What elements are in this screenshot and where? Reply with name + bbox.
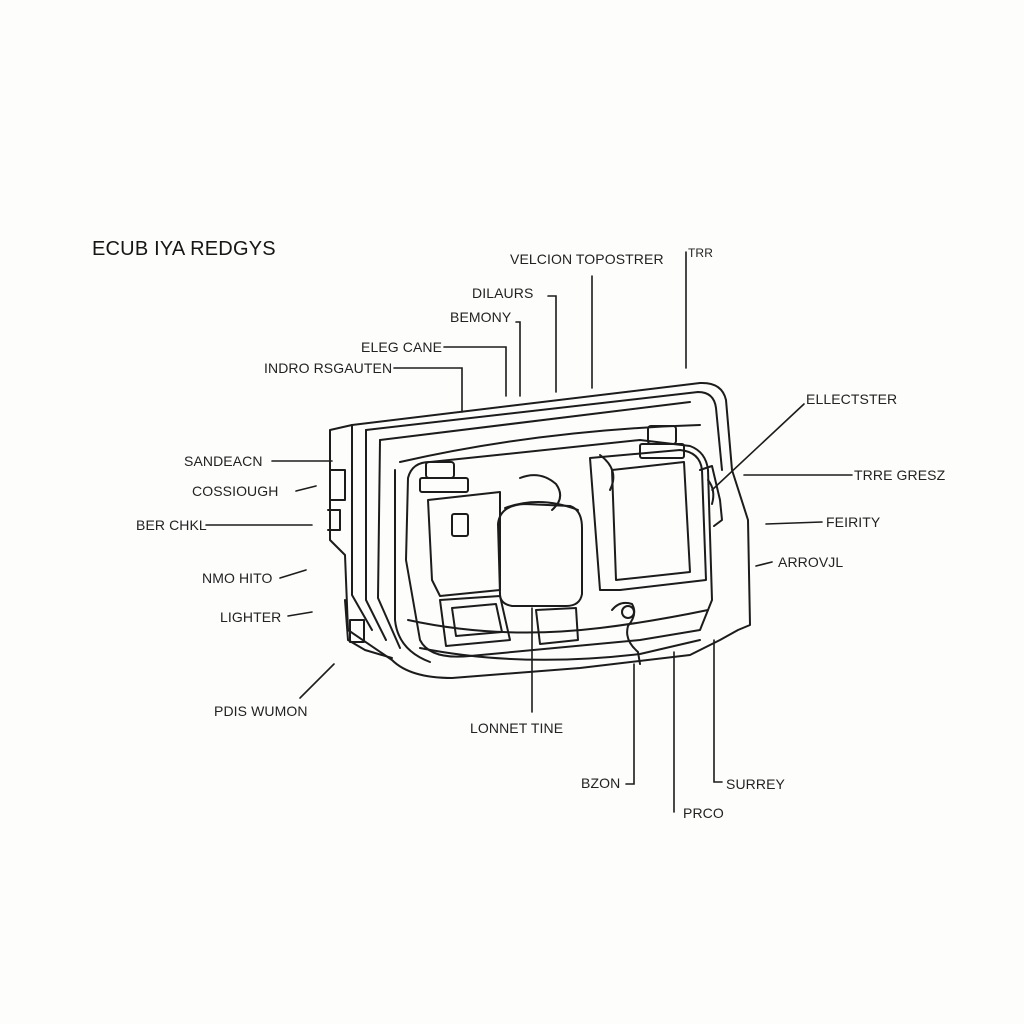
left-switch [451,513,469,537]
left-cell [439,595,511,647]
left-cap-base [419,477,469,493]
label-ber-chkl: BER CHKL [136,517,207,533]
housing-left-tab-2 [327,509,341,531]
leader-lighter [287,611,313,617]
left-module [427,491,501,597]
center-bag-top [504,500,579,511]
diagram-title: ECUB IYA REDGYS [92,238,276,260]
leader-ellectster [711,403,805,491]
leader-elec-cane [443,346,507,397]
label-ellectster: ELLECTSTER [806,391,898,407]
leader-nmo-hito [279,569,307,579]
leader-arrovjl [755,561,773,567]
label-bemony: BEMONY [450,309,512,325]
label-pdis-wumon: PDIS WUMON [214,703,308,719]
leader-feirity [765,521,823,525]
center-bag [497,503,583,607]
right-bracket [699,465,723,527]
label-indro-rsgauten: INDRO RSGAUTEN [264,360,393,376]
inner-tray [405,439,713,658]
leader-bemony [515,321,521,397]
right-bracket-2 [707,479,715,505]
right-hose-ring [621,605,635,619]
label-velcion-topostrer: VELCION TOPOSTRER [510,251,664,267]
label-lonnet-tine: LONNET TINE [470,720,564,736]
label-sandeacn: SANDEACN [184,453,263,469]
label-dilaurs: DILAURS [472,285,534,301]
inner-tray-edge [394,469,431,663]
leader-indro [393,367,463,413]
left-cap [425,461,455,479]
label-elec-cane: ELEG CANE [361,339,443,355]
inner-wire-2 [599,454,615,491]
label-cossiough: COSSIOUGH [192,483,279,499]
housing-foot [349,619,365,643]
right-panel-inner [611,461,691,581]
housing-rim-1 [365,391,723,471]
leader-dilaurs [547,295,557,393]
housing-outline [329,381,751,679]
label-prco: PRCO [683,805,724,821]
housing-left-tab [329,469,346,501]
housing-front-edge-2 [365,429,387,641]
leader-bzon [625,663,635,785]
housing-bottom-lip [344,599,393,659]
leader-cossiough [295,485,317,492]
inner-wire [519,474,562,511]
housing-rim-2 [379,401,691,441]
label-surrey: SURREY [726,776,785,792]
label-nmo-hito: NMO HITO [202,570,273,586]
housing-front-edge [351,424,373,631]
leader-pdis [299,663,335,699]
label-bzon: BZON [581,775,621,791]
housing-front-edge-3 [377,439,401,649]
inner-contour [407,609,709,634]
label-lighter: LIGHTER [220,609,282,625]
label-arrovjl: ARROVJL [778,554,844,570]
leader-surrey [713,639,723,783]
center-cell [535,607,579,645]
label-trre-gresz: TRRE GRESZ [854,467,946,483]
right-panel [589,449,707,591]
label-trr: TRR [688,246,713,260]
label-feirity: FEIRITY [826,514,881,530]
